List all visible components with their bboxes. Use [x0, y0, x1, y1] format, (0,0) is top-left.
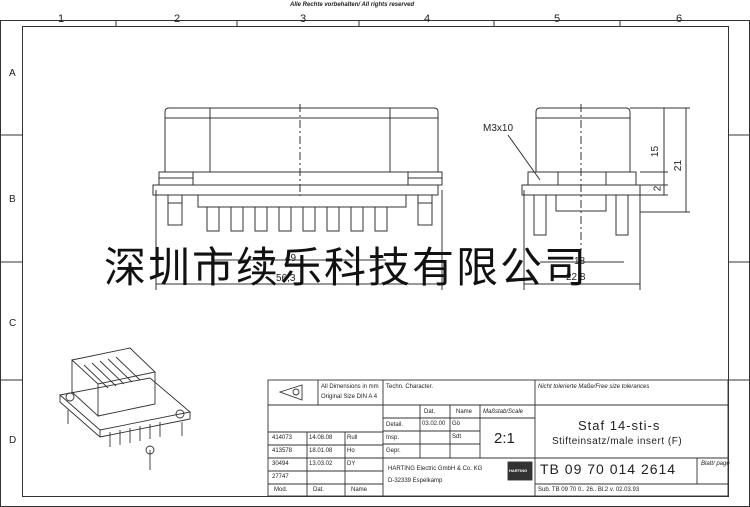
- rev-3-name: DY: [347, 461, 356, 467]
- col-label-3: 3: [300, 13, 307, 25]
- title-block-lines: [267, 379, 729, 497]
- rev-2-date: 18.01.08: [309, 448, 333, 454]
- watermark-text: 深圳市续乐科技有限公司: [104, 243, 589, 292]
- col-label-5: 5: [554, 13, 561, 25]
- dims-note-2: Original Size DIN A 4: [321, 394, 378, 400]
- rev-1-mod: 414073: [272, 435, 293, 441]
- company-line-2: D-32339 Espelkamp: [388, 478, 443, 484]
- col-label-1: 1: [58, 13, 65, 25]
- row-label-d: D: [9, 435, 17, 446]
- height-total-dim: 21: [673, 159, 685, 172]
- rev-header-date: Dat.: [313, 487, 325, 493]
- rev-1-name: Rull: [347, 435, 358, 441]
- row-detail-label: Detail.: [386, 422, 404, 428]
- rev-2-name: Ho: [347, 448, 355, 454]
- row-label-b: B: [9, 194, 16, 205]
- rev-1-date: 14.08.08: [309, 435, 333, 441]
- thread-label: M3x10: [483, 123, 514, 134]
- product-title: Staf 14-sti-s: [578, 418, 661, 433]
- dims-note-1: All Dimensions in mm: [321, 384, 379, 390]
- scale-value: 2:1: [494, 430, 515, 447]
- row-detail-name: Gö: [452, 421, 461, 427]
- company-line-1: HARTING Electric GmbH & Co. KG: [388, 466, 483, 472]
- height-upper-dim: 15: [650, 145, 662, 158]
- sheet-label: Blatt/ page: [701, 461, 730, 467]
- front-inner-dim: 49: [285, 253, 297, 264]
- side-view: [507, 104, 690, 290]
- scale-label: Maßstab/Scale: [483, 409, 524, 415]
- techn-label: Techn. Character.: [386, 384, 434, 390]
- rev-header-name: Name: [351, 487, 368, 493]
- isometric-view: [59, 347, 191, 470]
- product-subtitle: Stifteinsatz/male insert (F): [552, 436, 683, 447]
- rev-2-mod: 413578: [272, 448, 293, 454]
- side-width-dim: 22,8: [566, 272, 586, 283]
- col-name-header: Name: [456, 409, 473, 415]
- side-inner-dim: 18: [574, 256, 586, 267]
- col-label-6: 6: [676, 13, 683, 25]
- harting-logo: HARTING: [509, 468, 528, 473]
- row-insp-label: Insp.: [386, 435, 400, 441]
- rev-header-mod: Mod.: [274, 487, 288, 493]
- col-date-header: Dat.: [424, 409, 436, 415]
- row-label-a: A: [9, 68, 16, 79]
- front-width-dim: 56,3: [276, 273, 296, 284]
- rights-note: Alle Rechte vorbehalten/ All rights rese…: [290, 2, 415, 8]
- col-label-2: 2: [174, 13, 181, 25]
- rev-4-mod: 27747: [272, 474, 289, 480]
- col-label-4: 4: [424, 13, 431, 25]
- height-lower-dim: 2: [652, 185, 664, 192]
- row-detail-date: 03.02.00: [422, 421, 446, 427]
- footer-ref: Sub. TB 09 70 0.. 26.. Bl.2 v. 02.03.93: [538, 487, 640, 493]
- row-gepr-label: Gepr.: [386, 448, 401, 454]
- tolerance-label: Nicht tolerierte Maße/Free size toleranc…: [538, 384, 650, 390]
- rev-3-date: 13.03.02: [309, 461, 333, 467]
- part-number: TB 09 70 014 2614: [540, 461, 677, 477]
- rev-3-mod: 30494: [272, 461, 289, 467]
- front-view: [152, 104, 443, 290]
- row-insp-name: Sdt: [452, 434, 462, 440]
- row-label-c: C: [9, 318, 17, 329]
